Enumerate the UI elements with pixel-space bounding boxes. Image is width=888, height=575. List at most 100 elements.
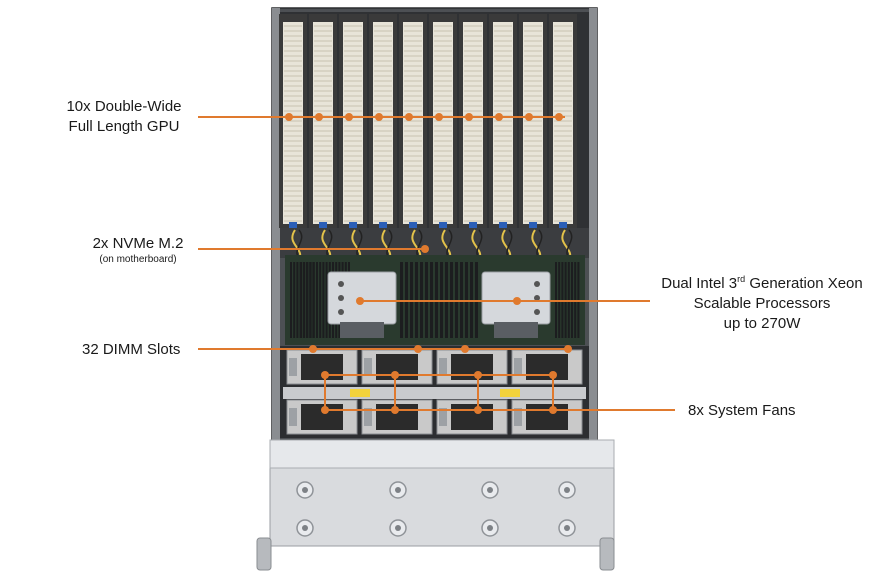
cpu-heatsink-screw [534, 309, 540, 315]
callout-dot [356, 297, 364, 305]
gpu-power-connector [439, 222, 447, 230]
gpu-power-connector [469, 222, 477, 230]
front-panel-screw-center [302, 487, 308, 493]
callout-dot [421, 245, 429, 253]
callout-dot [435, 113, 443, 121]
callout-dot [465, 113, 473, 121]
callout-dot [285, 113, 293, 121]
cpu-label-line3: up to 270W [723, 315, 801, 332]
callout-dot [555, 113, 563, 121]
gpu-power-connector [319, 222, 327, 230]
callout-dot [315, 113, 323, 121]
dimm-slot [290, 262, 292, 338]
dimm-slot [302, 262, 305, 338]
fan-handle [439, 358, 447, 376]
chassis-foot-left [256, 537, 272, 571]
gpu-label: 10x Double-Wide Full Length GPU [54, 97, 194, 137]
gpu-cards [279, 14, 577, 230]
callout-dot [414, 345, 422, 353]
dimm-slot [299, 262, 302, 338]
cpu-heatsink-screw [338, 281, 344, 287]
warning-label [500, 389, 520, 397]
fan-handle [289, 408, 297, 426]
callout-dot [345, 113, 353, 121]
gpu-card [403, 22, 423, 224]
fan-body [526, 354, 568, 380]
cpu-socket-1 [340, 322, 384, 338]
dimm-slot [322, 262, 325, 338]
dimm-slot [319, 262, 322, 338]
callout-dot [564, 345, 572, 353]
gpu-label-line1: 10x Double-Wide [66, 98, 182, 115]
fan-divider [283, 387, 586, 399]
front-panel-screw-center [395, 525, 401, 531]
cpu-heatsink-screw [534, 281, 540, 287]
gpu-card [433, 22, 453, 224]
cpu-label-line1: Dual Intel 3rd Generation Xeon [661, 274, 863, 293]
fans-label: 8x System Fans [688, 401, 796, 421]
cpu-heatsink-screw [534, 295, 540, 301]
chassis-foot-right [599, 537, 615, 571]
nvme-label-sub: (on motherboard) [99, 254, 177, 265]
gpu-card [463, 22, 483, 224]
fan-handle [289, 358, 297, 376]
dimm-slot [293, 262, 296, 338]
callout-dot [375, 113, 383, 121]
gpu-power-connector [529, 222, 537, 230]
front-panel-top [269, 439, 615, 469]
dimm-slot [296, 262, 299, 338]
callout-dot [513, 297, 521, 305]
callout-dot [495, 113, 503, 121]
dimm-slot [312, 262, 315, 338]
cpu-label: Dual Intel 3rd Generation Xeon Scalable … [650, 274, 874, 334]
fans-label-line1: 8x System Fans [688, 402, 796, 419]
fan-handle [364, 358, 372, 376]
dimm-slot [306, 262, 308, 338]
fan-handle [364, 408, 372, 426]
chassis-right-rail [589, 8, 597, 440]
gpu-power-connector [499, 222, 507, 230]
callout-dots [285, 113, 572, 414]
fan-body [451, 354, 493, 380]
front-panel-screw-center [395, 487, 401, 493]
callout-dot [309, 345, 317, 353]
dimm-label: 32 DIMM Slots [82, 340, 180, 360]
gpu-power-connector [349, 222, 357, 230]
gpu-card [373, 22, 393, 224]
dimm-slot [309, 262, 312, 338]
gpu-power-connector [289, 222, 297, 230]
chassis-left-rail [272, 8, 280, 440]
fan-handle [514, 358, 522, 376]
gpu-card [553, 22, 573, 224]
nvme-label: 2x NVMe M.2 (on motherboard) [84, 234, 192, 266]
cpu-heatsink-screw [338, 295, 344, 301]
gpu-power-connector [379, 222, 387, 230]
gpu-label-line2: Full Length GPU [68, 118, 180, 135]
gpu-card [523, 22, 543, 224]
callout-dot [405, 113, 413, 121]
nvme-label-line1: 2x NVMe M.2 [92, 235, 184, 252]
gpu-card [493, 22, 513, 224]
dimm-label-line1: 32 DIMM Slots [82, 341, 181, 358]
gpu-power-connector [559, 222, 567, 230]
front-panel-screw-center [487, 525, 493, 531]
callout-dot [461, 345, 469, 353]
gpu-power-connector [409, 222, 417, 230]
fan-body [451, 404, 493, 430]
gpu-card [343, 22, 363, 224]
fan-handle [439, 408, 447, 426]
callout-dot [525, 113, 533, 121]
cpu-label-line2: Scalable Processors [693, 295, 831, 312]
dimm-slot [316, 262, 318, 338]
front-drive-bays [296, 481, 576, 537]
fan-body [526, 404, 568, 430]
front-panel-screw-center [487, 487, 493, 493]
gpu-card [313, 22, 333, 224]
fan-handle [514, 408, 522, 426]
cpu-heatsink-screw [338, 309, 344, 315]
warning-label [350, 389, 370, 397]
cpu-socket-2 [494, 322, 538, 338]
front-panel-screw-center [302, 525, 308, 531]
gpu-card [283, 22, 303, 224]
